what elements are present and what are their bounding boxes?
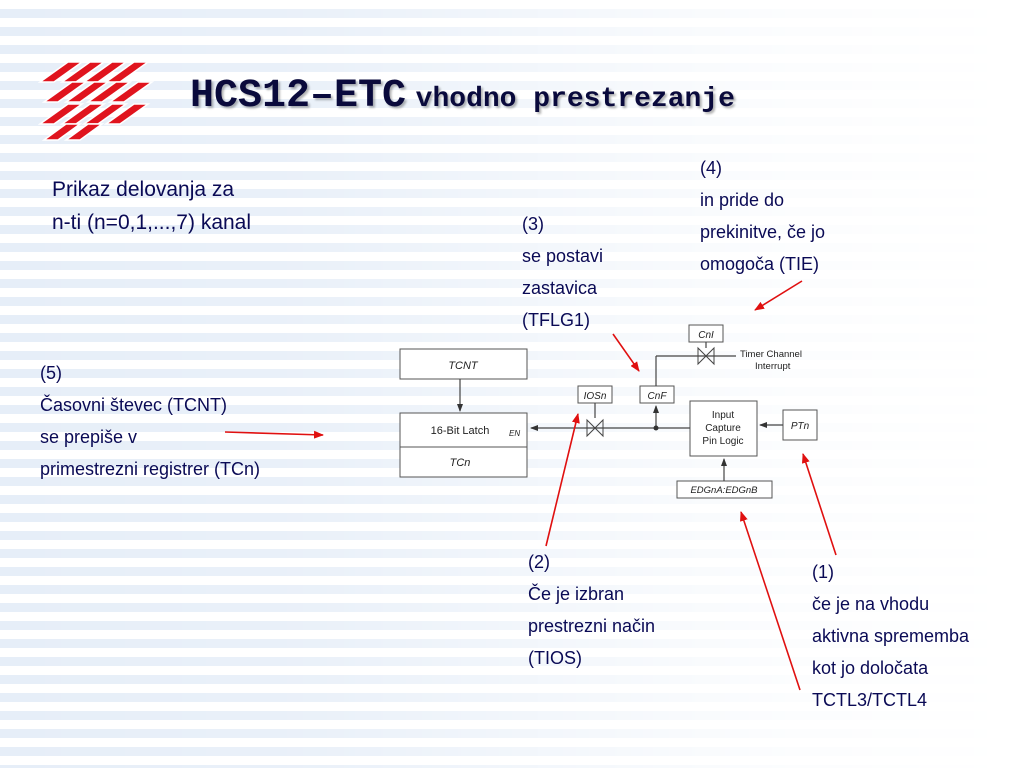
annotation-line: se prepiše v (40, 427, 138, 448)
input-capture-box (689, 400, 758, 457)
annotation-line: se postavi (522, 246, 604, 267)
iosn-switch-icon (586, 418, 604, 438)
annotation-line: (5) (40, 363, 62, 383)
arrow-1-ptn (801, 453, 837, 556)
latch-box (399, 412, 528, 478)
tcnt-label: TCNT (448, 360, 479, 372)
annotation-3: (3) se postavi zastavica (TFLG1) (522, 208, 603, 336)
annotation-1: (1) če je na vhodu aktivna sprememba kot… (812, 556, 969, 716)
annotation-line: (1) (812, 562, 834, 582)
arrow-2 (545, 413, 580, 547)
annotation-line: Če je izbran (528, 584, 625, 605)
timer-channel-label: Timer Channel (740, 349, 802, 360)
annotation-line: če je na vhodu (812, 594, 930, 615)
annotation-line: prestrezni način (528, 616, 656, 637)
annotation-line: kot jo določata (812, 658, 929, 679)
annotation-line: (2) (528, 552, 550, 572)
subtitle-line: Prikaz delovanja za (52, 178, 235, 201)
interrupt-label: Interrupt (755, 361, 791, 372)
annotation-line: zastavica (522, 278, 598, 299)
iosn-label: IOSn (584, 391, 607, 402)
ptn-box (782, 409, 818, 441)
cni-label: CnI (698, 330, 714, 341)
cnf-box (639, 385, 675, 404)
en-label: EN (509, 429, 520, 438)
arrow-3 (612, 333, 640, 372)
annotation-line: prekinitve, če jo (700, 222, 826, 243)
cni-switch-icon (697, 346, 715, 366)
annotation-line: Časovni števec (TCNT) (40, 395, 228, 416)
junction-dot (653, 425, 659, 431)
title-main: HCS12–ETC (190, 74, 407, 119)
cnf-label: CnF (648, 391, 668, 402)
subtitle-line: n-ti (n=0,1,...,7) kanal (52, 210, 252, 234)
edg-label: EDGnA:EDGnB (690, 485, 758, 496)
tcn-label: TCn (450, 457, 471, 469)
annotation-line: (3) (522, 214, 544, 234)
annotation-line: in pride do (700, 190, 785, 211)
tcnt-box (399, 348, 528, 380)
capture-label: Capture (705, 423, 741, 434)
subtitle: Prikaz delovanja za n-ti (n=0,1,...,7) k… (52, 174, 251, 240)
annotation-2: (2) Če je izbran prestrezni način (TIOS) (528, 546, 655, 674)
annotation-line: (TFLG1) (522, 310, 591, 331)
annotation-4: (4) in pride do prekinitve, če jo omogoč… (700, 152, 825, 280)
logo (38, 61, 155, 141)
page-title: HCS12–ETC vhodno prestrezanje (190, 74, 735, 119)
latch-label: 16-Bit Latch (431, 425, 490, 437)
arrow-4 (754, 280, 803, 311)
ptn-label: PTn (791, 421, 810, 432)
arrow-5 (224, 430, 324, 439)
annotation-line: TCTL3/TCTL4 (812, 690, 928, 711)
pin-logic-label: Pin Logic (702, 436, 743, 447)
annotation-line: (TIOS) (528, 648, 582, 669)
title-sub: vhodno prestrezanje (415, 84, 735, 115)
input-label: Input (712, 410, 734, 421)
annotation-line: (4) (700, 158, 722, 178)
annotation-line: aktivna sprememba (812, 626, 970, 647)
annotation-line: primestrezni registrer (TCn) (40, 459, 261, 480)
annotation-5: (5) Časovni števec (TCNT) se prepiše v p… (40, 357, 260, 485)
arrow-1-edg (740, 511, 801, 691)
annotation-line: omogoča (TIE) (700, 254, 820, 275)
